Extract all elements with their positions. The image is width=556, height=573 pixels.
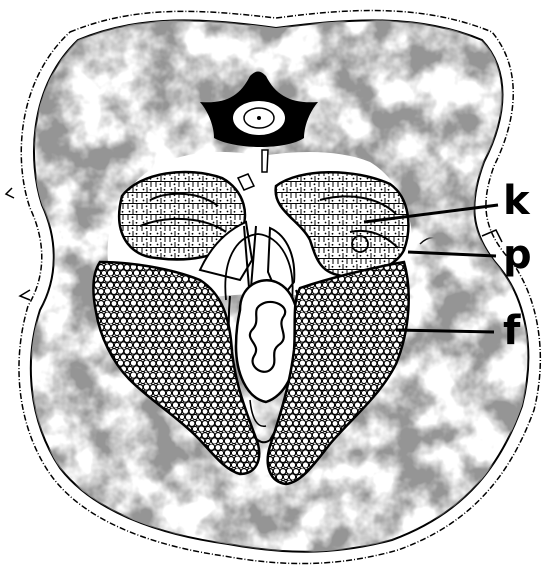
labels: k p f xyxy=(503,178,532,354)
leader-line-f xyxy=(396,330,494,332)
label-p: p xyxy=(503,232,532,278)
label-k: k xyxy=(503,178,531,224)
label-f: f xyxy=(503,308,521,354)
